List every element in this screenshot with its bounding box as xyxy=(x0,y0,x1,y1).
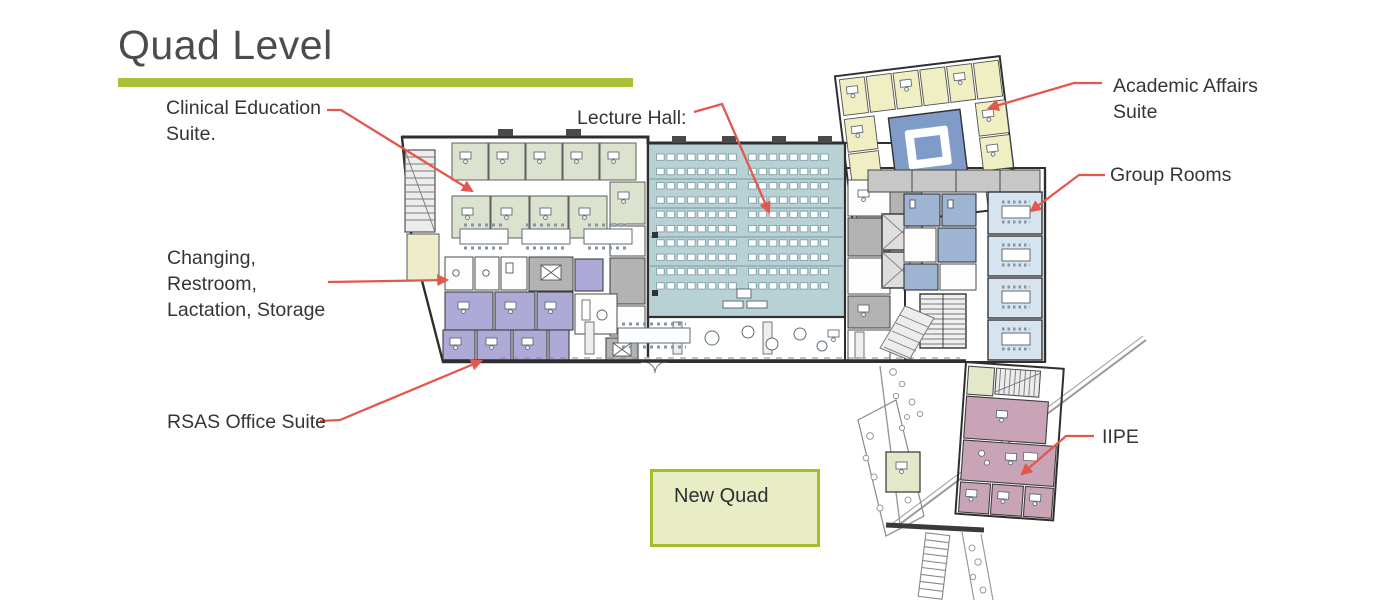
page-title: Quad Level xyxy=(118,22,333,68)
label-academic-affairs-suite: Academic Affairs Suite xyxy=(1113,75,1258,123)
academic-affairs-zone xyxy=(833,54,1020,229)
label-clinical-education-suite: Clinical Education Suite. xyxy=(166,97,322,145)
leader-rsas xyxy=(319,359,483,423)
new-quad-callout: New Quad xyxy=(650,469,820,547)
label-lecture-hall: Lecture Hall: xyxy=(577,107,687,129)
core-services-zone xyxy=(867,169,1041,361)
new-quad-label: New Quad xyxy=(674,485,769,507)
leader-lecture-hall xyxy=(693,102,771,214)
walls xyxy=(402,129,966,363)
changing-restroom-zone xyxy=(444,256,604,292)
leader-academic-affairs xyxy=(986,81,1102,111)
leader-changing-restroom xyxy=(327,274,450,287)
quad-exterior-zone xyxy=(857,335,1147,600)
lecture-hall-zone xyxy=(646,141,847,319)
leader-clinical-education xyxy=(327,108,474,193)
group-rooms-zone xyxy=(987,170,1047,362)
leader-group-rooms xyxy=(1029,173,1105,213)
label-group-rooms: Group Rooms xyxy=(1110,164,1232,186)
label-changing-restroom-lactation-storage: Changing, Restroom, Lactation, Storage xyxy=(167,247,326,321)
leader-iipe xyxy=(1020,434,1094,476)
label-iipe: IIPE xyxy=(1102,426,1139,448)
iipe-zone xyxy=(954,360,1065,522)
rsas-suite-zone xyxy=(442,291,639,363)
title-underline-bar xyxy=(118,78,633,87)
label-rsas-office-suite: RSAS Office Suite xyxy=(167,411,326,433)
leader-lines xyxy=(319,81,1105,476)
south-corridor xyxy=(584,321,865,374)
